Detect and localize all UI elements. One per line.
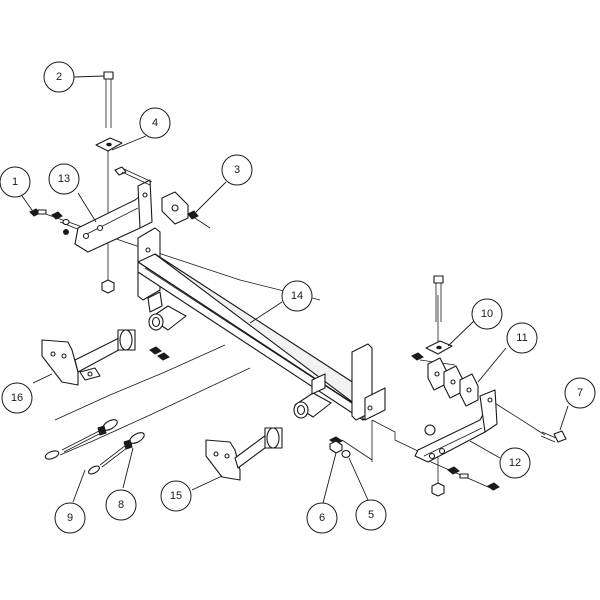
part-11-spacer-plates bbox=[411, 352, 479, 407]
svg-text:3: 3 bbox=[234, 164, 240, 176]
callout-4: 4 bbox=[139, 107, 171, 139]
lower-nut-left bbox=[101, 279, 115, 294]
callout-leaders bbox=[21, 75, 569, 504]
svg-text:8: 8 bbox=[118, 499, 124, 511]
svg-text:6: 6 bbox=[319, 512, 325, 524]
callout-6: 6 bbox=[306, 502, 338, 534]
callout-1: 1 bbox=[0, 166, 31, 198]
svg-text:14: 14 bbox=[291, 290, 303, 302]
svg-text:5: 5 bbox=[368, 509, 374, 521]
part-right-long-bolt bbox=[433, 275, 444, 322]
callout-8: 8 bbox=[105, 489, 137, 521]
svg-text:7: 7 bbox=[577, 387, 583, 399]
part-14-main-crossbar bbox=[137, 227, 386, 421]
part-12-right-bracket bbox=[414, 389, 498, 463]
part-5-6-nut-washer bbox=[329, 436, 351, 459]
part-1-bolt-set bbox=[29, 208, 70, 235]
right-lower-hardware bbox=[431, 466, 500, 497]
callout-2: 2 bbox=[43, 61, 75, 93]
callout-16: 16 bbox=[1, 382, 33, 414]
callout-12: 12 bbox=[499, 447, 531, 479]
part-16-left-tow-bracket bbox=[41, 329, 136, 386]
svg-text:15: 15 bbox=[170, 490, 182, 502]
callout-3: 3 bbox=[221, 154, 253, 186]
svg-text:13: 13 bbox=[58, 173, 70, 185]
part-10-plate-washer bbox=[425, 340, 453, 355]
svg-text:4: 4 bbox=[152, 117, 158, 129]
part-2-long-bolt bbox=[103, 71, 114, 128]
part-7-bolt bbox=[540, 430, 567, 443]
part-8-9-safety-cables bbox=[44, 419, 145, 475]
part-13-left-bracket bbox=[74, 179, 153, 253]
callout-9: 9 bbox=[54, 502, 86, 534]
callout-5: 5 bbox=[355, 499, 387, 531]
lower-nuts-center bbox=[149, 346, 170, 361]
svg-text:2: 2 bbox=[56, 71, 62, 83]
part-15-right-tow-bracket bbox=[205, 427, 283, 481]
svg-text:1: 1 bbox=[12, 176, 18, 188]
callout-11: 11 bbox=[506, 322, 538, 354]
svg-text:12: 12 bbox=[509, 457, 521, 469]
callout-7: 7 bbox=[564, 377, 596, 409]
part-4-plate-washer bbox=[95, 137, 123, 152]
svg-text:16: 16 bbox=[11, 392, 23, 404]
callout-13: 13 bbox=[48, 163, 80, 195]
callout-14: 14 bbox=[281, 280, 313, 312]
callout-15: 15 bbox=[160, 480, 192, 512]
part-3-bolt-spacer bbox=[114, 166, 199, 225]
callout-10: 10 bbox=[471, 298, 503, 330]
svg-text:11: 11 bbox=[516, 332, 527, 344]
svg-text:9: 9 bbox=[67, 512, 73, 524]
svg-text:10: 10 bbox=[481, 308, 493, 320]
